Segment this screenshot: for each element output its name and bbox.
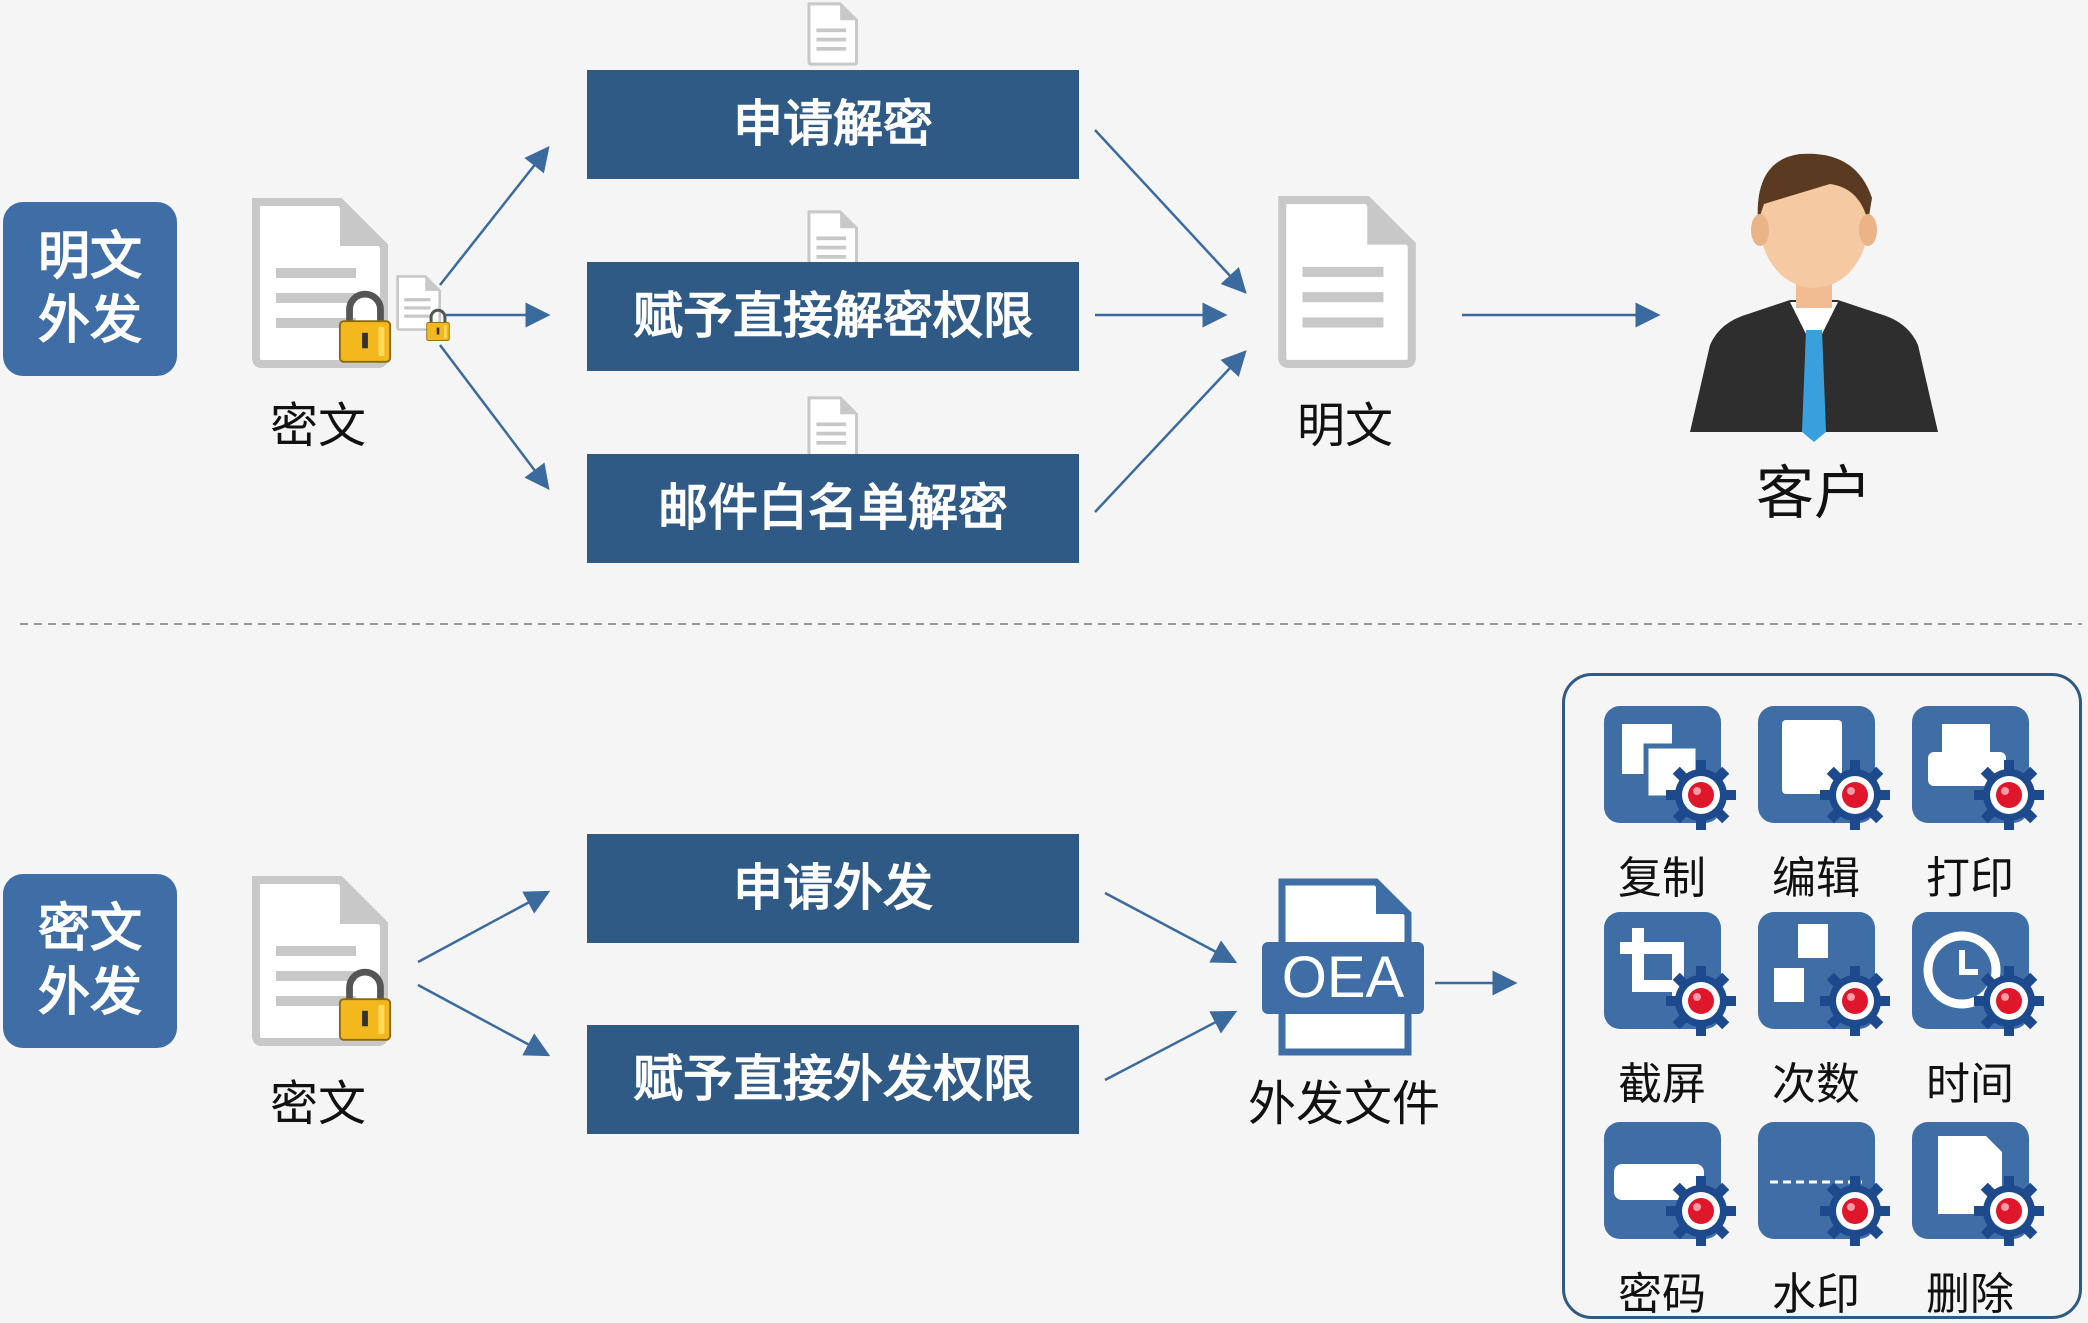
gear-lock-icon bbox=[1820, 760, 1890, 830]
grant-decrypt-box: 赋予直接解密权限 bbox=[587, 262, 1079, 371]
grant-send-box: 赋予直接外发权限 bbox=[587, 1025, 1079, 1134]
oea-badge: OEA bbox=[1281, 945, 1405, 1010]
arrow-from-apply-send bbox=[1104, 891, 1238, 964]
control-label: 水印 bbox=[1772, 1269, 1860, 1320]
small-document-icon bbox=[396, 275, 441, 331]
gear-lock-icon bbox=[1666, 760, 1736, 830]
gear-lock-icon bbox=[1974, 760, 2044, 830]
control-label: 次数 bbox=[1772, 1059, 1860, 1110]
plaintext-document-icon bbox=[1282, 200, 1412, 364]
customer-avatar-icon bbox=[1690, 153, 1938, 442]
control-label: 复制 bbox=[1618, 853, 1706, 904]
whitelist-decrypt-box: 邮件白名单解密 bbox=[587, 454, 1079, 563]
watermark-icon bbox=[1770, 1180, 1862, 1184]
control-label: 删除 bbox=[1926, 1269, 2014, 1320]
control-label: 截屏 bbox=[1618, 1059, 1706, 1110]
arrow-to-apply-decrypt bbox=[439, 146, 550, 286]
gear-lock-icon bbox=[1820, 1176, 1890, 1246]
control-label: 密码 bbox=[1618, 1269, 1706, 1320]
apply-send-box: 申请外发 bbox=[587, 834, 1079, 943]
arrow-to-apply-send bbox=[417, 890, 551, 964]
customer-label: 客户 bbox=[1755, 459, 1872, 527]
count-icon bbox=[1774, 924, 1828, 1002]
result-label: 明文 bbox=[1296, 398, 1393, 454]
arrow-to-whitelist-decrypt bbox=[439, 344, 550, 490]
source-label: 密文 bbox=[269, 398, 366, 454]
gear-lock-icon bbox=[1820, 966, 1890, 1036]
clock-icon bbox=[1923, 931, 2001, 1009]
arrow-from-apply-decrypt bbox=[1094, 129, 1247, 294]
arrow-to-grant-send bbox=[417, 983, 551, 1057]
gear-lock-icon bbox=[1666, 1176, 1736, 1246]
send-file-label: 外发文件 bbox=[1247, 1076, 1440, 1132]
crop-icon bbox=[1620, 928, 1698, 1004]
oea-file-icon bbox=[1262, 878, 1424, 1056]
document-icon-1 bbox=[807, 2, 858, 66]
gear-lock-icon bbox=[1666, 966, 1736, 1036]
plaintext-send-tag: 明文外发 bbox=[3, 202, 177, 376]
apply-decrypt-box: 申请解密 bbox=[587, 70, 1079, 179]
arrow-from-whitelist-decrypt bbox=[1094, 350, 1247, 513]
control-label: 时间 bbox=[1926, 1059, 2014, 1110]
arrow-from-grant-send bbox=[1104, 1010, 1238, 1082]
document-icon-3 bbox=[807, 396, 858, 460]
ciphertext-send-tag: 密文外发 bbox=[3, 874, 177, 1048]
gear-lock-icon bbox=[1974, 966, 2044, 1036]
edit-icon bbox=[1782, 720, 1842, 794]
control-label: 编辑 bbox=[1772, 853, 1860, 904]
source-label-2: 密文 bbox=[269, 1076, 366, 1132]
control-label: 打印 bbox=[1926, 853, 2014, 904]
gear-lock-icon bbox=[1974, 1176, 2044, 1246]
